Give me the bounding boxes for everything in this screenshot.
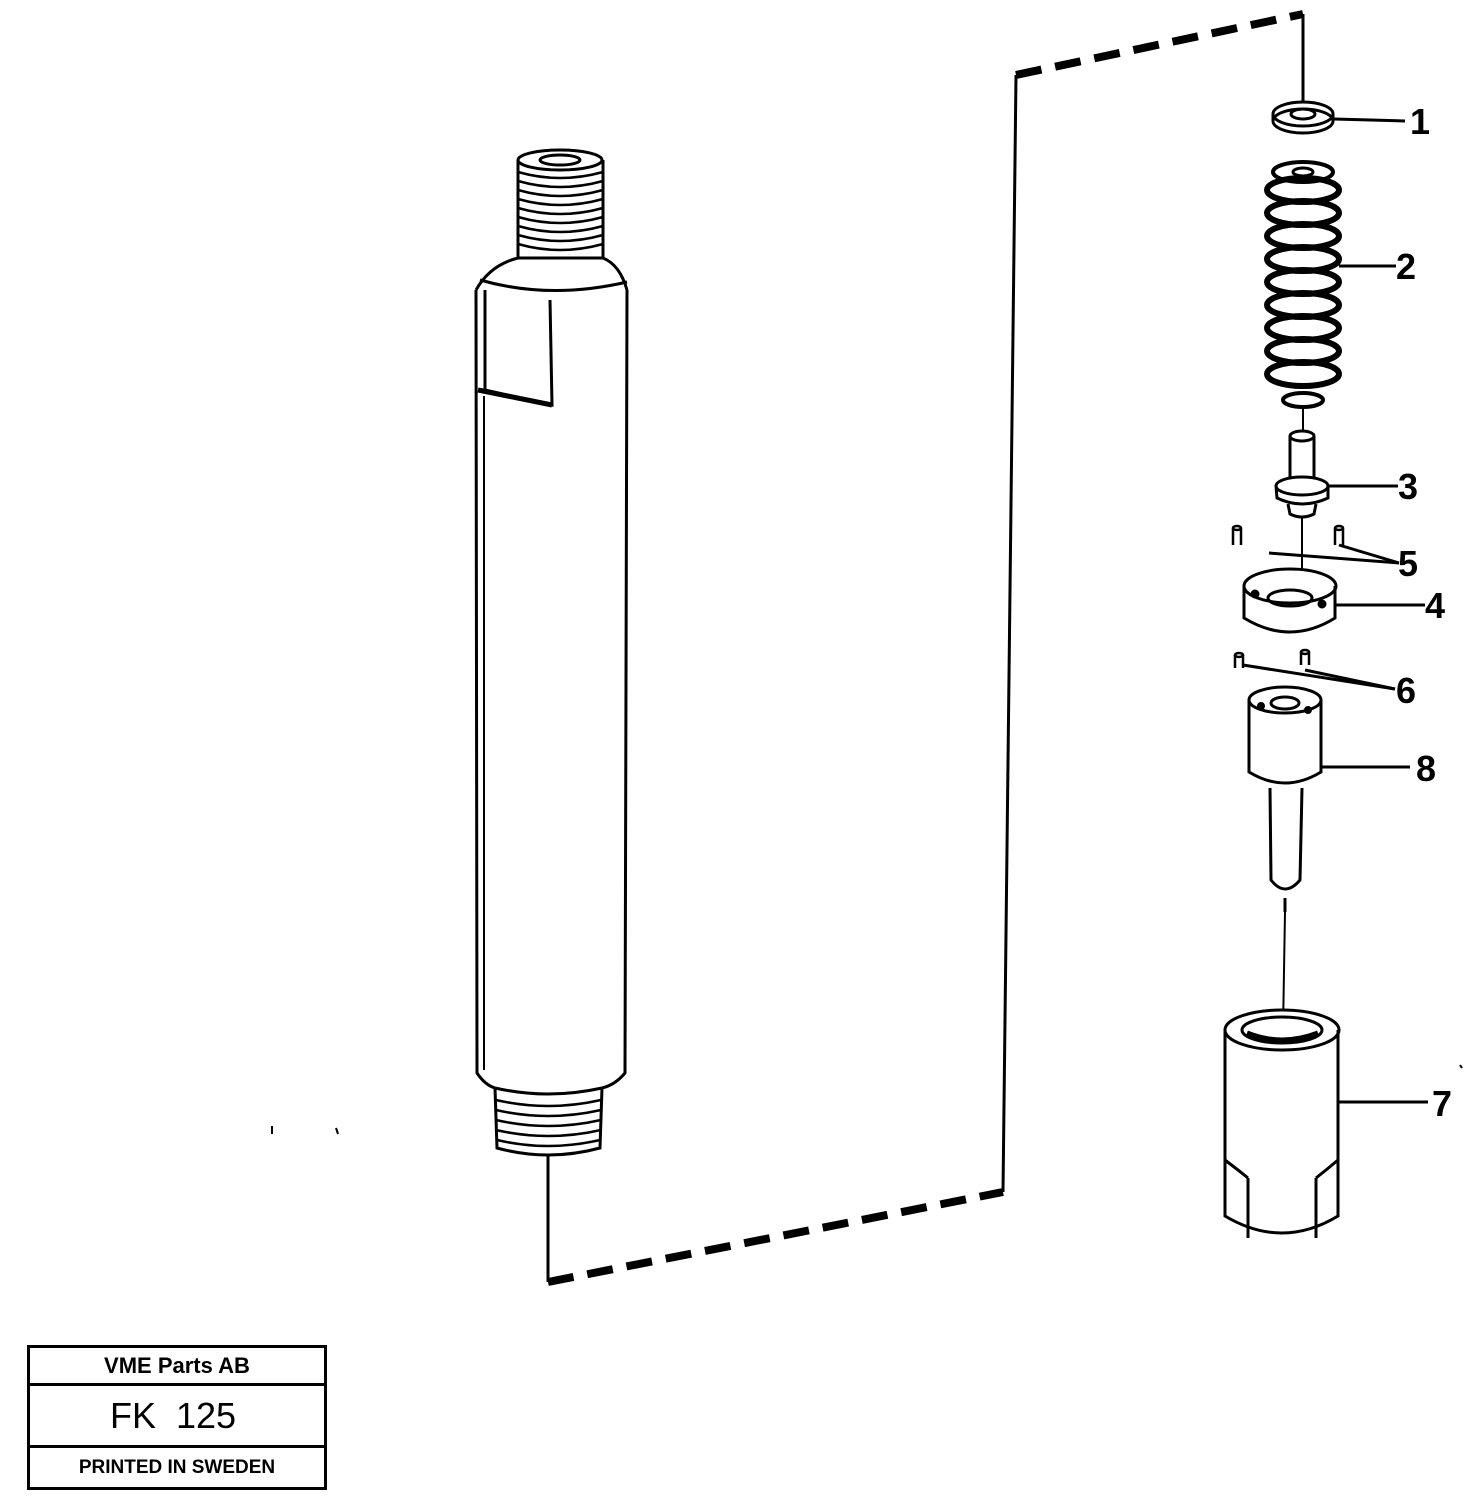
title-block: VME Parts AB FK 125 PRINTED IN SWEDEN	[27, 1345, 327, 1490]
callout-6: 6	[1396, 670, 1416, 711]
callout-3: 3	[1398, 466, 1418, 507]
injector-holder-body	[474, 148, 629, 1157]
callout-1: 1	[1410, 101, 1430, 142]
callout-4: 4	[1425, 585, 1445, 626]
part-7-nozzle-nut	[1223, 1008, 1341, 1238]
part-6-dowel-pins	[1233, 648, 1311, 668]
part-5-dowel-pins	[1231, 524, 1345, 545]
drawing-code: FK 125	[30, 1386, 324, 1448]
assembly-guide-line	[546, 10, 1305, 1286]
part-1-washer	[1271, 100, 1335, 135]
callout-2: 2	[1396, 246, 1416, 287]
part-8-nozzle	[1247, 685, 1323, 912]
part-2-spring	[1264, 160, 1342, 409]
callout-8: 8	[1416, 748, 1436, 789]
printed-note: PRINTED IN SWEDEN	[78, 1456, 276, 1478]
scan-specks	[271, 1064, 1463, 1135]
part-4-intermediate-ring	[1242, 567, 1338, 634]
callout-5: 5	[1398, 543, 1418, 584]
callout-7: 7	[1432, 1083, 1452, 1124]
company-name: VME Parts AB	[30, 1348, 324, 1386]
part-3-spring-seat	[1274, 429, 1330, 519]
leader-lines	[1242, 117, 1428, 1104]
